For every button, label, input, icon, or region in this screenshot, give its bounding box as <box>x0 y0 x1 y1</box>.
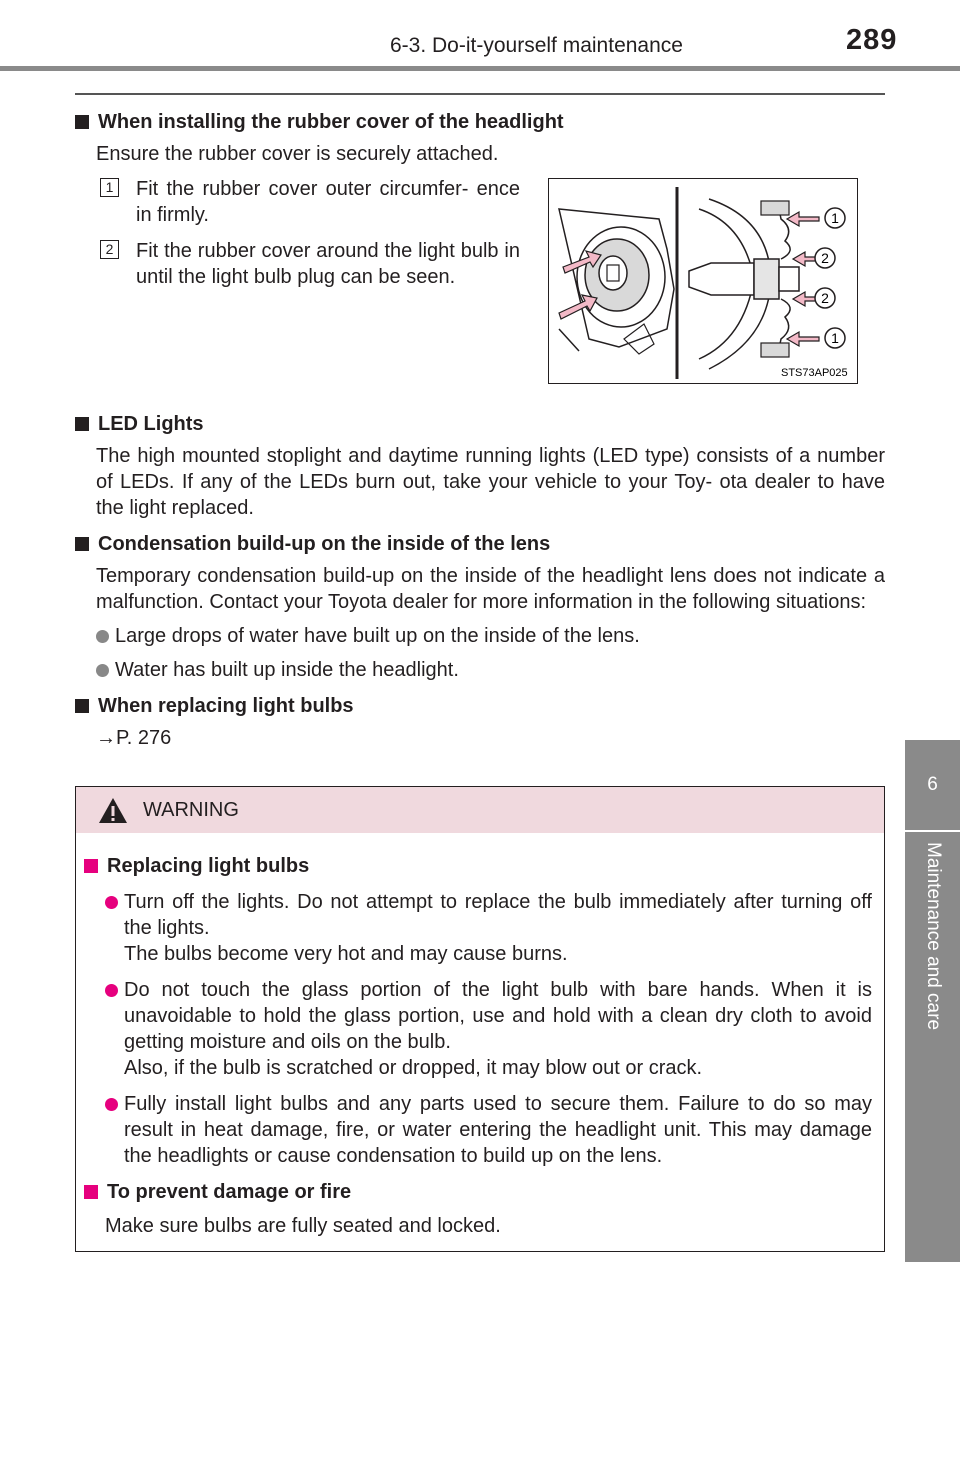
warning-heading-prevent: To prevent damage or fire <box>84 1179 872 1205</box>
bullet-dot-icon <box>105 1098 118 1111</box>
list-item: Fully install light bulbs and any parts … <box>84 1091 872 1169</box>
page-number: 289 <box>846 24 898 56</box>
led-heading: LED Lights <box>75 411 885 437</box>
rubber-cover-heading-text: When installing the rubber cover of the … <box>98 111 564 133</box>
warning-box: WARNING Replacing light bulbs Turn off t… <box>75 786 885 1252</box>
rubber-cover-intro: Ensure the rubber cover is securely atta… <box>96 143 499 165</box>
warning-heading-text: Replacing light bulbs <box>107 855 310 877</box>
led-text: The high mounted stoplight and daytime r… <box>96 445 885 519</box>
square-bullet-icon <box>75 537 89 551</box>
list-item-text: Do not touch the glass portion of the li… <box>124 977 872 1081</box>
warning-bullet-note: Also, if the bulb is scratched or droppe… <box>124 1057 703 1079</box>
callout-1-top: 1 <box>824 207 846 229</box>
rubber-cover-steps: 1 Fit the rubber cover outer circumfer- … <box>100 176 520 300</box>
header-rule <box>0 66 960 71</box>
callout-label: 1 <box>831 330 839 346</box>
page-reference-link[interactable]: →P. 276 <box>96 727 172 749</box>
list-item: Large drops of water have built up on th… <box>75 623 885 649</box>
section-title: 6-3. Do-it-yourself maintenance <box>390 34 683 57</box>
warning-bullet-text: Turn off the lights. Do not attempt to r… <box>124 891 872 939</box>
callout-label: 2 <box>821 290 829 306</box>
list-item-text: Water has built up inside the headlight. <box>115 659 459 681</box>
square-bullet-icon <box>84 1185 98 1199</box>
condensation-heading-text: Condensation build-up on the inside of t… <box>98 533 551 555</box>
condensation-heading: Condensation build-up on the inside of t… <box>75 531 885 557</box>
warning-prevent-text: Make sure bulbs are fully seated and loc… <box>105 1215 501 1237</box>
replacing-heading-text: When replacing light bulbs <box>98 695 354 717</box>
replacing-heading: When replacing light bulbs <box>75 693 885 719</box>
callout-1-bottom: 1 <box>824 327 846 349</box>
callout-2-bottom: 2 <box>814 287 836 309</box>
warning-body: Replacing light bulbs Turn off the light… <box>76 833 884 1239</box>
square-bullet-icon <box>75 699 89 713</box>
headlight-rubber-cover-figure: 1 2 2 1 STS73AP025 <box>548 178 858 384</box>
warning-heading-replacing: Replacing light bulbs <box>84 853 872 879</box>
content: When installing the rubber cover of the … <box>75 100 885 167</box>
warning-bullet-text: Do not touch the glass portion of the li… <box>124 979 872 1053</box>
step-number-icon: 2 <box>100 240 119 259</box>
list-item-text: Large drops of water have built up on th… <box>115 625 640 647</box>
callout-2-top: 2 <box>814 247 836 269</box>
warning-header: WARNING <box>76 787 884 833</box>
list-item: Water has built up inside the headlight. <box>75 657 885 683</box>
headlight-illustration: 1 2 2 1 STS73AP025 <box>558 187 848 379</box>
warning-heading-text: To prevent damage or fire <box>107 1181 352 1203</box>
bullet-dot-icon <box>96 630 109 643</box>
step-item: 1 Fit the rubber cover outer circumfer- … <box>100 176 520 228</box>
led-heading-text: LED Lights <box>98 413 204 435</box>
warning-title: WARNING <box>143 798 239 821</box>
chapter-strip <box>905 832 960 1262</box>
bullet-dot-icon <box>96 664 109 677</box>
list-item-text: Fully install light bulbs and any parts … <box>124 1091 872 1169</box>
content-top-rule <box>75 93 885 95</box>
step-text: Fit the rubber cover outer circumfer- en… <box>136 178 520 226</box>
chapter-title: Maintenance and care <box>923 842 944 1031</box>
content-lower: LED Lights The high mounted stoplight an… <box>75 402 885 751</box>
square-bullet-icon <box>75 115 89 129</box>
bullet-dot-icon <box>105 984 118 997</box>
square-bullet-icon <box>75 417 89 431</box>
warning-bullet-note: The bulbs become very hot and may cause … <box>124 943 568 965</box>
step-number-icon: 1 <box>100 178 119 197</box>
chapter-number: 6 <box>927 774 938 795</box>
step-item: 2 Fit the rubber cover around the light … <box>100 238 520 290</box>
callout-label: 1 <box>831 210 839 226</box>
list-item-text: Turn off the lights. Do not attempt to r… <box>124 889 872 967</box>
square-bullet-icon <box>84 859 98 873</box>
figure-code: STS73AP025 <box>781 367 848 379</box>
bullet-dot-icon <box>105 896 118 909</box>
warning-bullet-text: Fully install light bulbs and any parts … <box>124 1093 872 1167</box>
callout-label: 2 <box>821 250 829 266</box>
condensation-text: Temporary condensation build-up on the i… <box>96 565 885 613</box>
list-item: Turn off the lights. Do not attempt to r… <box>84 889 872 967</box>
rubber-cover-heading: When installing the rubber cover of the … <box>75 109 885 135</box>
chapter-tab[interactable]: 6 <box>905 740 960 830</box>
list-item: Do not touch the glass portion of the li… <box>84 977 872 1081</box>
warning-triangle-icon <box>99 797 127 823</box>
step-text: Fit the rubber cover around the light bu… <box>136 240 520 288</box>
